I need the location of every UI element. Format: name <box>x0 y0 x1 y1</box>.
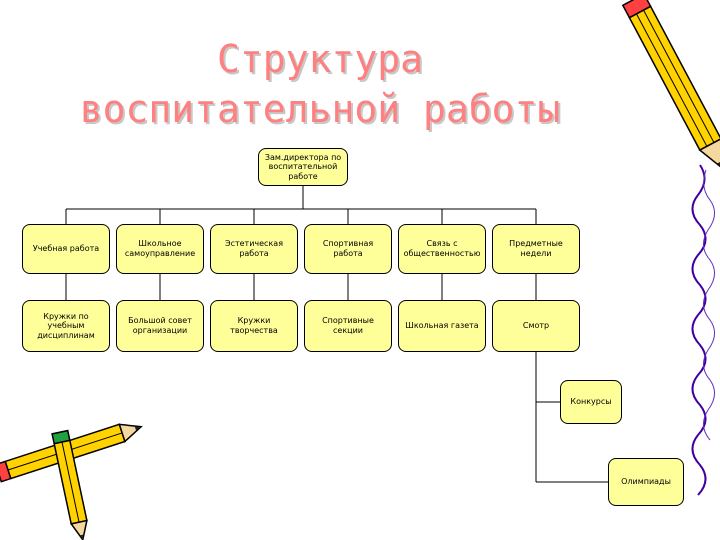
title-line-2: воспитательной работы <box>79 87 561 131</box>
row1-box-6: Предметные недели <box>492 224 580 274</box>
title-line-1: Структура <box>217 37 423 81</box>
sub-box-olympiads: Олимпиады <box>608 458 684 506</box>
row2-box-3: Кружки творчества <box>210 300 298 352</box>
row1-box-5: Связь с общественностью <box>398 224 486 274</box>
row1-box-3: Эстетическая работа <box>210 224 298 274</box>
row2-box-5: Школьная газета <box>398 300 486 352</box>
row2-box-4: Спортивные секции <box>304 300 392 352</box>
sub-box-contests: Конкурсы <box>560 380 622 424</box>
row1-box-2: Школьное самоуправление <box>116 224 204 274</box>
row2-box-2: Большой совет организации <box>116 300 204 352</box>
row1-box-1: Учебная работа <box>22 224 110 274</box>
row2-box-6: Смотр <box>492 300 580 352</box>
row2-box-1: Кружки по учебным дисциплинам <box>22 300 110 352</box>
root-box: Зам.директора по воспитательной работе <box>258 148 348 186</box>
row1-box-4: Спортивная работа <box>304 224 392 274</box>
